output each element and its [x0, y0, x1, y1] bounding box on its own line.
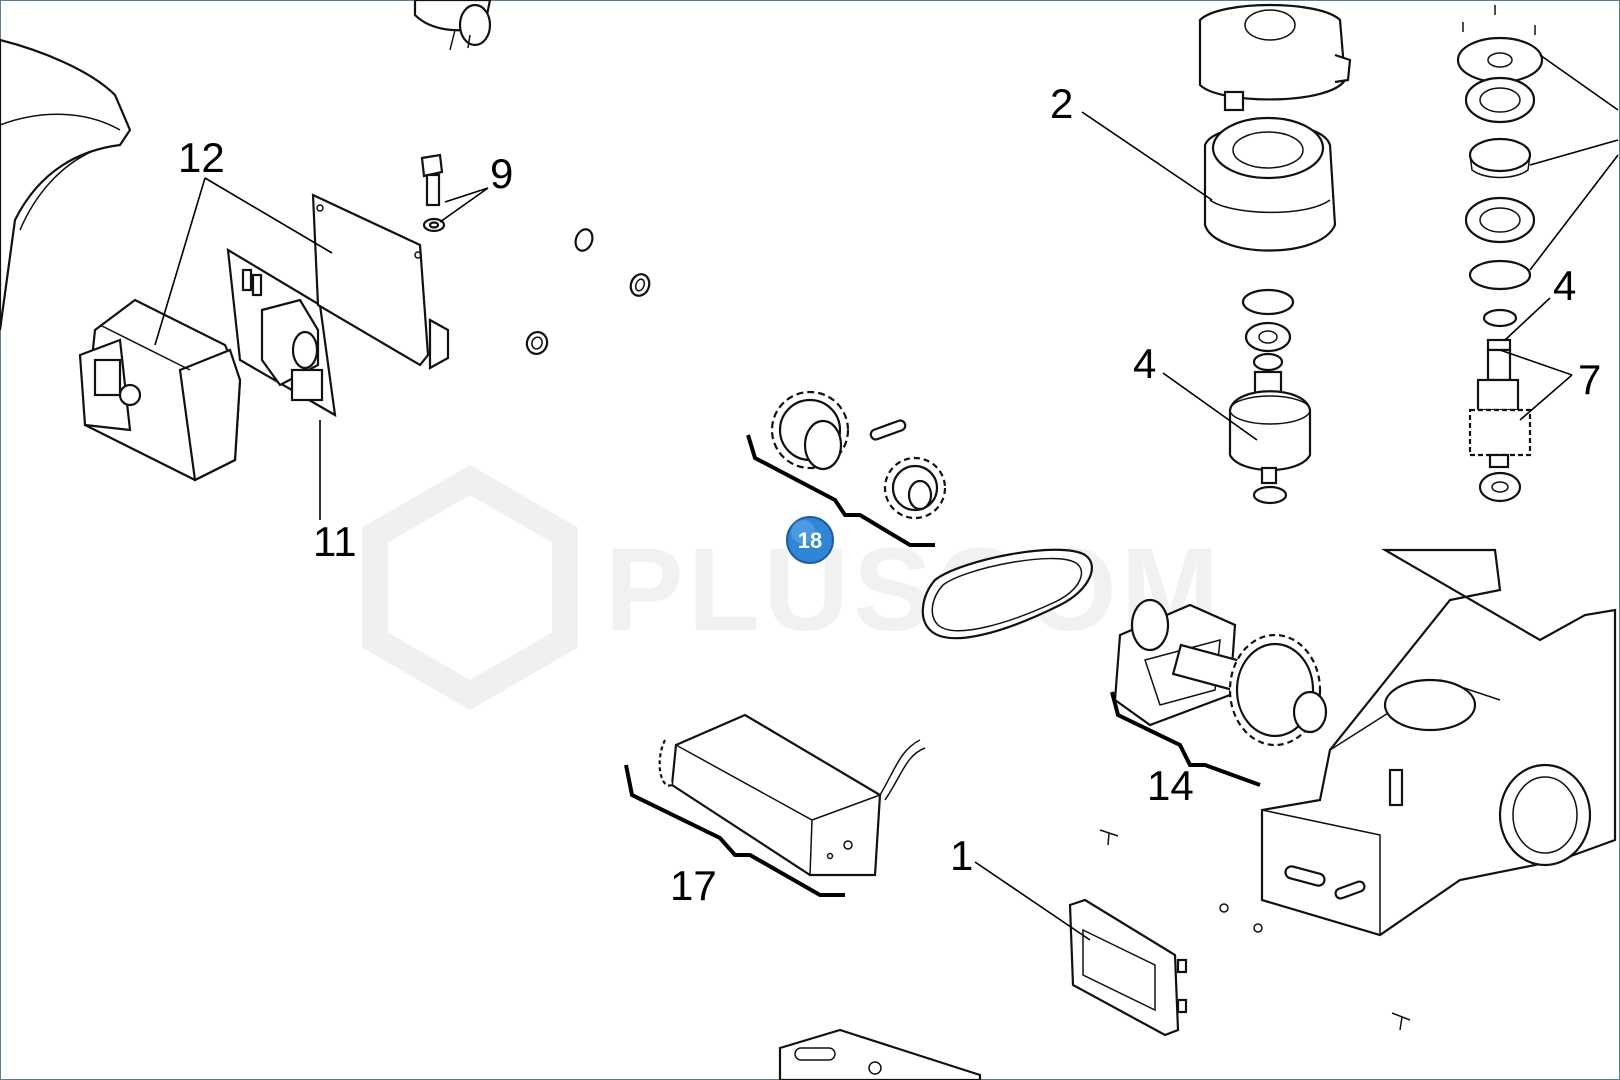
housing-cover-part [0, 38, 132, 331]
bushing-parts [525, 228, 651, 355]
display-bezel-part [1068, 898, 1188, 1037]
capacitor-part [413, 0, 492, 51]
rotor-part [1228, 288, 1312, 505]
callout-1: 1 [950, 832, 973, 879]
callout-2: 2 [1050, 80, 1073, 127]
bearing-stack-part [1456, 5, 1544, 352]
callout-12: 12 [178, 134, 225, 181]
motor-housing-part [1198, 3, 1352, 112]
watermark-hex-icon [362, 464, 578, 711]
callout-9: 9 [490, 150, 513, 197]
callout-4-right: 4 [1553, 262, 1576, 309]
callout-7: 7 [1578, 356, 1601, 403]
callout-14: 14 [1147, 762, 1194, 809]
watermark: PLUSCOM [362, 464, 1219, 711]
callout-11: 11 [313, 518, 357, 565]
power-supply-part [658, 713, 926, 877]
drive-belt-part [921, 548, 1093, 640]
gear-shaft-part [1113, 598, 1328, 747]
bracket-18 [746, 434, 935, 547]
callout-17: 17 [670, 862, 717, 909]
base-screws-part [1099, 829, 1411, 1031]
sprocket-set-part [770, 390, 947, 520]
highlight-badge[interactable]: 18 [786, 516, 834, 564]
control-box-part [78, 298, 242, 482]
callout-4-center: 4 [1133, 340, 1156, 387]
bracket-14 [1110, 691, 1261, 787]
callout-numbers: 12 9 11 2 4 4 7 14 17 1 [178, 80, 1601, 909]
bracket-17 [624, 764, 845, 897]
mounting-plate-part [778, 1028, 982, 1080]
badge-label: 18 [798, 528, 822, 553]
leader-lines [154, 54, 1619, 941]
screw-washer-part [420, 153, 446, 233]
control-board-part [226, 247, 337, 418]
pinion-shaft-part [1468, 348, 1532, 503]
gearbox-base-part [1260, 548, 1617, 937]
board-cover-plate-part [311, 193, 450, 370]
motor-stator-part [1203, 116, 1337, 252]
